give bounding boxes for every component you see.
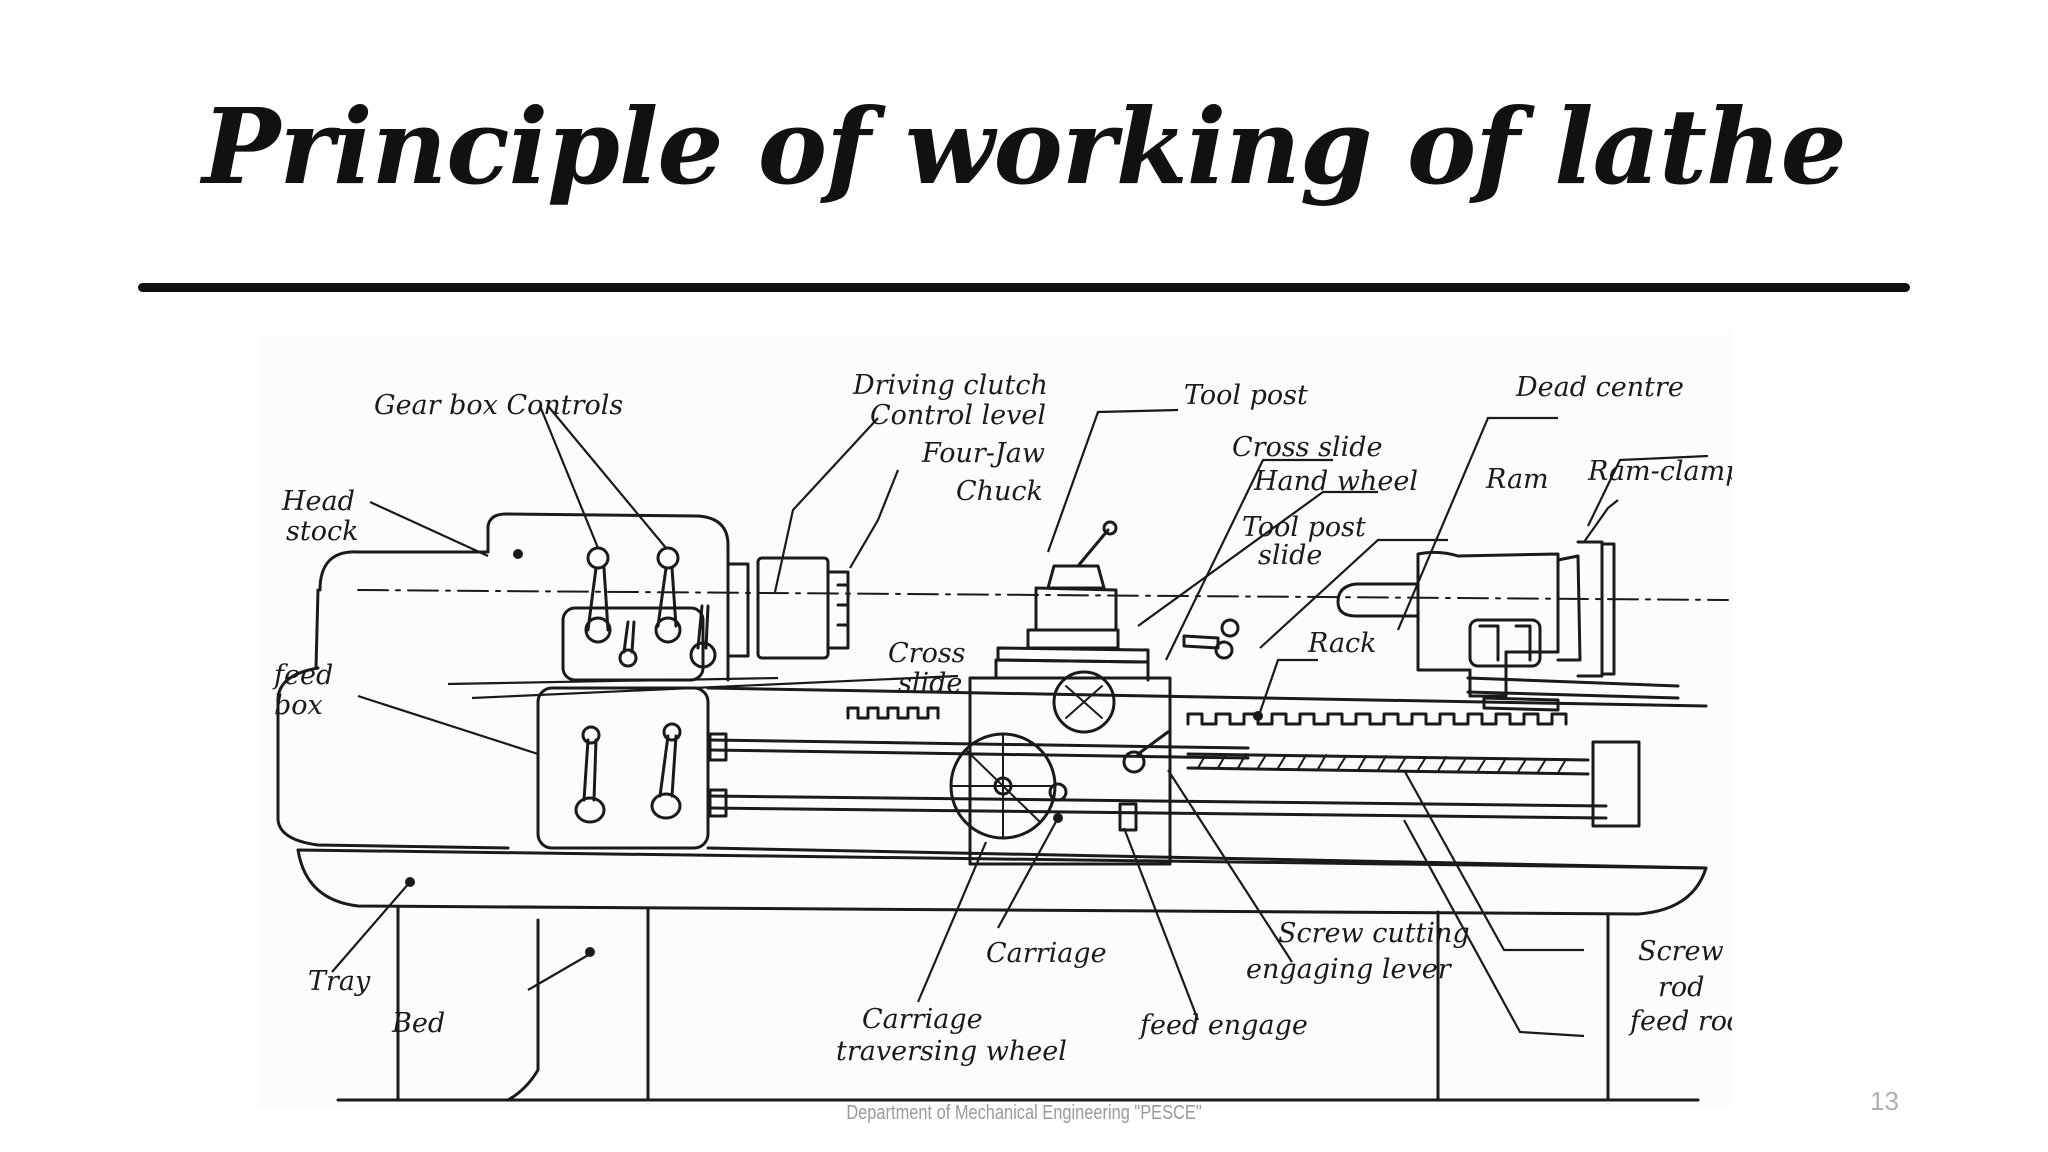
- rack-right: [1186, 712, 1568, 726]
- bed-leg-left: [396, 906, 700, 1102]
- headstock-left-edge: [314, 588, 320, 670]
- screw-cutting-knob: [1122, 750, 1146, 774]
- label-hand-wheel: Hand wheel: [1253, 466, 1418, 497]
- screw-rod-hatch: [1197, 753, 1567, 774]
- bed-top: [296, 848, 1708, 916]
- leader-dots: [405, 549, 1263, 957]
- label-carriage-wheel-2: traversing wheel: [836, 1036, 1067, 1067]
- rack-left: [846, 706, 940, 720]
- feed-box-outline: [276, 666, 510, 850]
- label-driving-clutch: Driving clutch: [852, 370, 1048, 401]
- label-feed-engage: feed engage: [1138, 1010, 1308, 1041]
- feed-engage-lever: [1118, 802, 1138, 832]
- page-number: 13: [1870, 1086, 1899, 1116]
- tray-bracket: [506, 918, 540, 1102]
- bed-ways: [706, 686, 1708, 870]
- screw-cutting-lever: [1136, 730, 1170, 756]
- label-tool-post-slide-1: Tool post: [1242, 512, 1366, 543]
- label-gear-box-controls: Gear box Controls: [374, 390, 623, 421]
- carriage-apron: [968, 676, 1172, 866]
- label-ram-clamp: Ram-clamp: [1587, 456, 1732, 487]
- label-box: box: [274, 690, 323, 721]
- slide-title: Principle of working of lathe: [202, 85, 1847, 208]
- label-ram: Ram: [1485, 464, 1549, 495]
- label-carriage: Carriage: [986, 938, 1107, 969]
- wheel-spokes: [950, 733, 1056, 839]
- headstock-body: [318, 512, 730, 682]
- screw-rod: [1186, 752, 1590, 776]
- lathe-diagram: Gear box Controls Driving clutch Control…: [258, 330, 1732, 1108]
- label-control-level: Control level: [870, 400, 1046, 431]
- label-dead-centre: Dead centre: [1515, 372, 1684, 403]
- rod-bracket-left-1: [708, 732, 728, 762]
- leader-lines: [331, 405, 1709, 1038]
- label-tool-post: Tool post: [1184, 380, 1308, 411]
- label-four-jaw: Four-Jaw: [921, 438, 1045, 469]
- label-cross-slide-top: Cross slide: [1232, 432, 1383, 463]
- label-stock: stock: [286, 516, 358, 547]
- slide-handle-knob: [1214, 640, 1234, 660]
- lathe-diagram-svg: Gear box Controls Driving clutch Control…: [272, 370, 1732, 1102]
- label-feed: feed: [272, 660, 333, 691]
- label-bed: Bed: [391, 1008, 445, 1039]
- label-screw-cutting: Screw cutting: [1278, 918, 1470, 949]
- label-tray: Tray: [308, 966, 371, 997]
- label-feed-rod: feed rod: [1628, 1006, 1732, 1037]
- label-engaging-lever: engaging lever: [1246, 954, 1453, 985]
- compound-base: [1026, 628, 1120, 650]
- tailstock-base: [1482, 696, 1560, 712]
- feed-rod: [708, 794, 1608, 820]
- four-jaw-chuck: [726, 556, 850, 660]
- tool-post: [1046, 564, 1106, 590]
- label-rack: Rack: [1307, 628, 1377, 659]
- label-carriage-wheel-1: Carriage: [862, 1004, 983, 1035]
- handwheel-spokes: [1065, 685, 1103, 719]
- tool-post-handle: [1076, 528, 1110, 568]
- feed-engage-knob: [1048, 782, 1068, 802]
- centre-line: [357, 589, 1729, 601]
- cross-slide: [996, 646, 1150, 664]
- label-rod: rod: [1658, 972, 1704, 1003]
- lead-screw: [708, 738, 1250, 760]
- footer-department: Department of Mechanical Engineering "PE…: [846, 1102, 1202, 1124]
- title-divider: [138, 283, 1910, 292]
- label-tool-post-slide-2: slide: [1258, 540, 1322, 571]
- cross-slide-handwheel: [1052, 670, 1116, 734]
- label-chuck: Chuck: [956, 476, 1043, 507]
- label-cross-slide-left-2: slide: [898, 668, 962, 699]
- label-head: Head: [281, 486, 355, 517]
- rod-bracket-right: [1591, 740, 1641, 828]
- tailstock: [1336, 540, 1680, 700]
- label-screw: Screw: [1638, 936, 1724, 967]
- label-cross-slide-left-1: Cross: [888, 638, 966, 669]
- tool-post-slide: [1182, 634, 1220, 650]
- tool-post-handle-knob: [1102, 520, 1118, 536]
- feed-box-levers: [574, 722, 682, 824]
- rod-bracket-left-2: [708, 788, 728, 818]
- gear-levers: [584, 546, 717, 669]
- feed-box-panel: [536, 686, 710, 850]
